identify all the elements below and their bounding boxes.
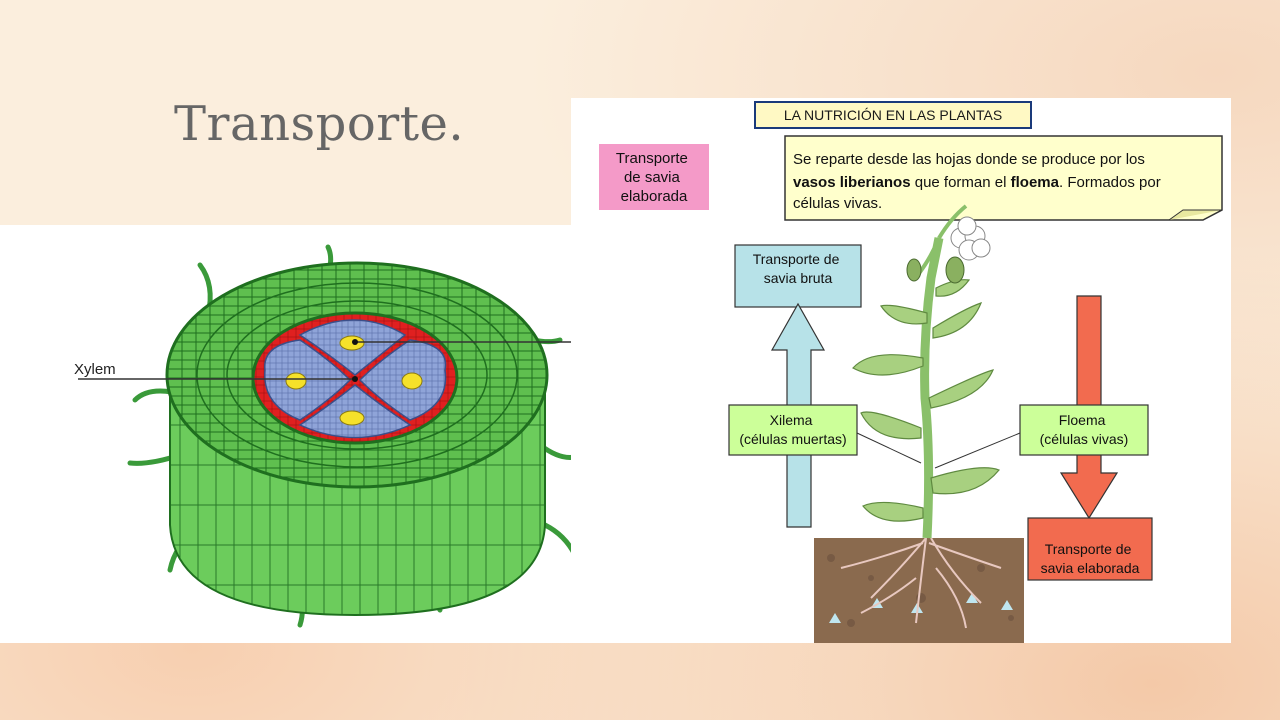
floema-line-1: Floema xyxy=(1059,412,1106,428)
note-end: . Formados por xyxy=(1059,174,1161,191)
pink-box-line-3: elaborada xyxy=(621,188,688,205)
savia-bruta-line-2: savia bruta xyxy=(764,270,833,286)
plant-stem xyxy=(920,237,944,539)
savia-bruta-line-1: Transporte de xyxy=(753,251,840,267)
note-bold-vasos: vasos liberianos xyxy=(793,174,911,191)
floema-line-2: (células vivas) xyxy=(1040,431,1129,447)
savia-elaborada-box xyxy=(1027,517,1153,581)
svg-text:Xilema (células muertas): Xilema (células muertas) xyxy=(739,412,846,447)
slide-title: Transporte. xyxy=(174,96,465,152)
svg-text:Transporte de savia: Transporte de savia elaborada xyxy=(616,150,692,205)
xilema-line-2: (células muertas) xyxy=(739,431,846,447)
note-bold-floema: floema xyxy=(1011,174,1060,191)
xilema-line-1: Xilema xyxy=(770,412,813,428)
note-mid: que forman el xyxy=(911,174,1011,191)
savia-elaborada-line-2: savia elaborada xyxy=(1041,560,1140,576)
savia-elaborada-line-1: Transporte de xyxy=(1045,541,1132,557)
nutrition-panel: LA NUTRICIÓN EN LAS PLANTAS Transporte d… xyxy=(571,98,1231,643)
savia-bruta-box xyxy=(734,244,862,308)
pink-box-line-2: de savia xyxy=(624,169,681,186)
pink-box-line-1: Transporte xyxy=(616,150,688,167)
svg-text:Se reparte desde las hojas don: Se reparte desde las hojas donde se prod… xyxy=(793,151,1145,168)
svg-text:Floema (células vivas): Floema (células vivas) xyxy=(1040,412,1129,447)
svg-text:vasos liberianos que forman el: vasos liberianos que forman el floema. F… xyxy=(793,174,1161,191)
floema-box xyxy=(1019,404,1149,456)
svg-text:Transporte de savia brut: Transporte de savia bruta xyxy=(753,251,844,286)
header-box xyxy=(754,101,1032,129)
flower xyxy=(950,216,991,261)
note-line-1: Se reparte desde las hojas donde se prod… xyxy=(793,151,1145,168)
flower-bud-2 xyxy=(945,256,965,284)
plant-roots xyxy=(840,537,1002,629)
svg-text:Transporte de savia elab: Transporte de savia elaborada xyxy=(1041,541,1140,576)
svg-text:células vivas.: células vivas. xyxy=(793,195,882,212)
note-box xyxy=(784,135,1223,221)
xylem-label: Xylem xyxy=(74,361,116,378)
root-cross-section-diagram: Xylem xyxy=(74,244,580,628)
pink-box xyxy=(599,144,709,210)
plant-leaves xyxy=(852,279,1000,522)
note-line-3: células vivas. xyxy=(793,195,882,212)
header-text: LA NUTRICIÓN EN LAS PLANTAS xyxy=(784,107,1002,123)
nutrition-diagram: LA NUTRICIÓN EN LAS PLANTAS Transporte d… xyxy=(599,101,1223,643)
root-cross-section-panel: Xylem xyxy=(0,225,580,643)
floema-pointer xyxy=(934,432,1021,469)
flower-bud xyxy=(906,258,922,282)
xilema-pointer xyxy=(856,432,922,464)
xylem-spots xyxy=(285,335,423,426)
xilema-box xyxy=(728,404,858,456)
